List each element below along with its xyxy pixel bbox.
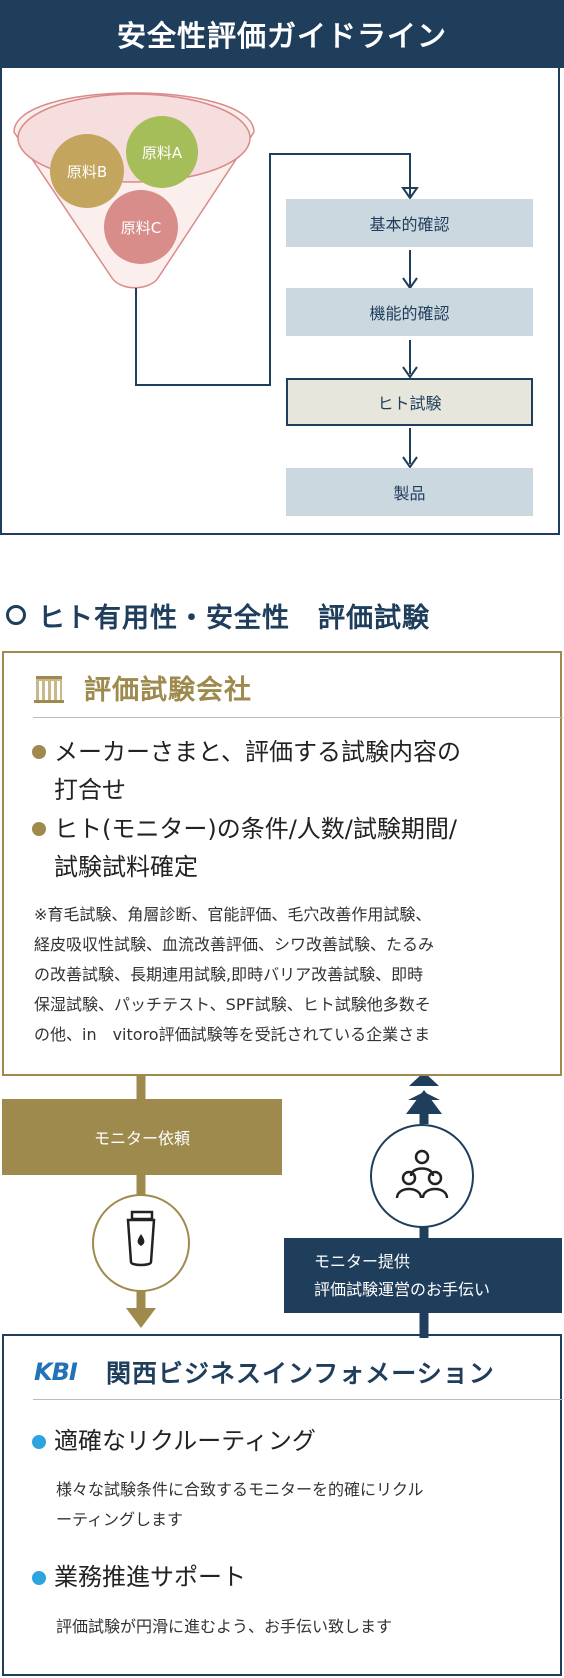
cream-tube-icon: [126, 1210, 156, 1267]
section-title: ヒト有用性・安全性 評価試験: [6, 595, 430, 635]
divider: [33, 1399, 563, 1400]
cream-tube-icon-circle: [92, 1194, 190, 1292]
people-icon: [395, 1149, 449, 1199]
section-title-text: ヒト有用性・安全性 評価試験: [38, 602, 430, 634]
company-bullet-1: メーカーさまと、評価する試験内容の 打合せ: [32, 733, 461, 809]
kbi-box: [2, 1334, 562, 1676]
step-product: 製品: [286, 468, 533, 516]
ingredient-c: 原料C: [104, 190, 178, 264]
building-icon: [34, 676, 64, 703]
monitor-provide-line-2: 評価試験運営のお手伝い: [314, 1279, 491, 1299]
arrow-head-3: [402, 456, 418, 469]
gold-bullet-icon: [32, 745, 46, 759]
blue-bullet-icon: [32, 1571, 46, 1585]
company-bullet-2-line-2: 試験試料確定: [54, 853, 198, 881]
gold-arrow-down: [126, 1308, 156, 1328]
monitor-provide-label: モニター提供 評価試験運営のお手伝い: [284, 1238, 562, 1313]
kbi-item-1-desc-line-2: ーティングします: [56, 1510, 184, 1529]
arrow-head-2: [402, 366, 418, 379]
company-note: ※育毛試験、角層診断、官能評価、毛穴改善作用試験、 経皮吸収性試験、血流改善評価…: [34, 900, 540, 1050]
company-bullet-2-line-1: ヒト(モニター)の条件/人数/試験期間/: [54, 815, 457, 843]
gold-bullet-icon: [32, 822, 46, 836]
note-line: の他、in vitoro評価試験等を受託されている企業さま: [34, 1025, 431, 1044]
kbi-item-1-heading: 適確なリクルーティング: [54, 1427, 316, 1455]
people-icon-circle: [370, 1124, 474, 1228]
note-line: 経皮吸収性試験、血流改善評価、シワ改善試験、たるみ: [34, 935, 435, 954]
kbi-item-2-desc-line-1: 評価試験が円滑に進むよう、お手伝い致します: [56, 1617, 393, 1636]
company-bullet-1-line-2: 打合せ: [54, 776, 126, 804]
arrow-to-step-1: [401, 187, 419, 200]
step-functional-check: 機能的確認: [286, 288, 533, 336]
monitor-request-label: モニター依頼: [2, 1099, 282, 1175]
kbi-item-1-desc-line-1: 様々な試験条件に合致するモニターを的確にリクル: [56, 1480, 424, 1499]
ingredient-a: 原料A: [126, 116, 198, 188]
kbi-item-1: 適確なリクルーティング: [32, 1422, 316, 1460]
kbi-title: 関西ビジネスインフォメーション: [106, 1359, 495, 1388]
step-basic-check: 基本的確認: [286, 199, 533, 247]
note-line: 保湿試験、パッチテスト、SPF試験、ヒト試験他多数そ: [34, 995, 431, 1014]
note-line: の改善試験、長期連用試験,即時バリア改善試験、即時: [34, 965, 424, 984]
kbi-item-2-desc: 評価試験が円滑に進むよう、お手伝い致します: [56, 1612, 392, 1642]
guideline-title: 安全性評価ガイドライン: [0, 0, 564, 68]
step-human-test: ヒト試験: [286, 378, 533, 426]
note-line: ※育毛試験、角層診断、官能評価、毛穴改善作用試験、: [34, 905, 432, 924]
divider: [33, 717, 563, 718]
navy-arrow-head: [406, 1090, 442, 1114]
funnel-connector-line: [135, 153, 411, 386]
navy-arrow-up: [409, 1076, 439, 1086]
kbi-item-1-desc: 様々な試験条件に合致するモニターを的確にリクル ーティングします: [56, 1475, 424, 1535]
company-bullet-1-line-1: メーカーさまと、評価する試験内容の: [54, 738, 462, 766]
ingredient-b: 原料B: [50, 134, 124, 208]
kbi-logo: KBI: [34, 1358, 78, 1386]
circle-bullet-icon: [6, 605, 26, 625]
company-title: 評価試験会社: [84, 675, 252, 706]
guideline-flow-svg: [13, 92, 419, 469]
kbi-item-2-heading: 業務推進サポート: [54, 1563, 246, 1591]
blue-bullet-icon: [32, 1435, 46, 1449]
kbi-item-2: 業務推進サポート: [32, 1558, 246, 1596]
company-box: [2, 651, 562, 1076]
monitor-provide-line-1: モニター提供: [314, 1251, 411, 1271]
company-bullet-2: ヒト(モニター)の条件/人数/試験期間/ 試験試料確定: [32, 810, 457, 886]
